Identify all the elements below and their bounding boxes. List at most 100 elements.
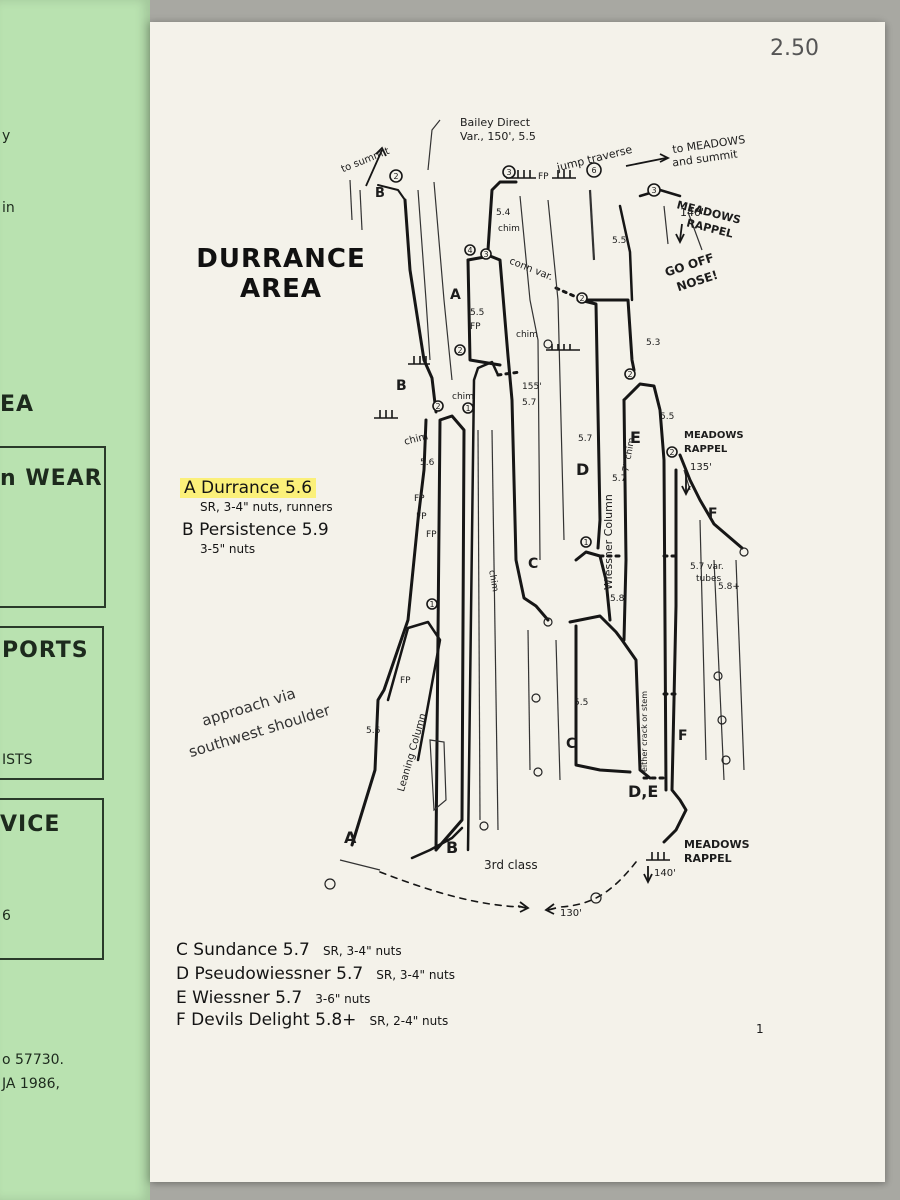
svg-text:2: 2 — [669, 448, 674, 457]
rap-130: 130' — [560, 908, 582, 919]
grade-label: 5.5 — [660, 412, 675, 422]
legend-route-d-name: D Pseudowiessner 5.7 — [176, 964, 364, 984]
svg-text:6: 6 — [591, 166, 596, 175]
svg-text:3: 3 — [506, 168, 511, 177]
legend-route-b-name: B Persistence 5.9 — [182, 520, 329, 540]
legend-route-a-name: A Durrance 5.6 — [180, 478, 317, 498]
grade-label: 5.7 — [578, 434, 593, 444]
chim-label: chim — [498, 224, 520, 234]
crack-outline — [574, 624, 632, 774]
legend-route-f: F Devils Delight 5.8+ SR, 2-4" nuts — [176, 1010, 448, 1030]
grade-label: 5.4 — [496, 208, 511, 218]
fp-label: FP — [414, 494, 425, 504]
legend-route-c-name: C Sundance 5.7 — [176, 940, 310, 960]
svg-text:1: 1 — [429, 600, 434, 609]
svg-text:2: 2 — [627, 370, 632, 379]
crack-outline — [568, 614, 652, 780]
title-line-2: AREA — [239, 274, 323, 304]
svg-text:1: 1 — [465, 404, 470, 413]
grade-label: 5.5 — [612, 236, 627, 246]
len-155: 155' — [522, 382, 542, 392]
left-fragment: VICE — [0, 812, 61, 837]
grade-label: 5.6 — [420, 458, 435, 468]
legend-route-d: D Pseudowiessner 5.7 SR, 3-4" nuts — [176, 964, 455, 984]
formation-outline — [466, 254, 550, 622]
left-fragment: PORTS — [2, 638, 89, 663]
left-box — [0, 798, 104, 960]
bailey-direct-sub: Var., 150', 5.5 — [460, 130, 536, 143]
legend-route-f-gear: SR, 2-4" nuts — [369, 1014, 449, 1028]
price-note: 2.50 — [770, 36, 819, 61]
legend-route-e: E Wiessner 5.7 3-6" nuts — [176, 988, 370, 1008]
route-letter-de: D,E — [628, 782, 659, 801]
left-fragment: ISTS — [2, 752, 33, 768]
route-letter-c: C — [566, 736, 577, 752]
left-box — [0, 626, 104, 780]
legend-route-a: A Durrance 5.6 — [180, 478, 317, 498]
fp-label: FP — [400, 676, 411, 686]
pillar-base — [410, 826, 464, 860]
column-outline — [622, 398, 628, 642]
either-crack-or-stem: either crack or stem — [640, 690, 649, 772]
route-letter-f: F — [678, 728, 688, 744]
formation-outline — [578, 298, 602, 550]
left-fragment: EA — [0, 392, 35, 417]
route-letter-e: E — [630, 428, 641, 447]
legend-route-b-gear: 3-5" nuts — [200, 542, 256, 556]
route-letter-a: A — [450, 287, 461, 303]
var-tubes-2: tubes — [696, 574, 722, 584]
meadows-rappel-bottom-1: MEADOWS — [684, 838, 750, 851]
legend-route-c: C Sundance 5.7 SR, 3-4" nuts — [176, 940, 402, 960]
grade-label: 5.8 — [610, 594, 625, 604]
svg-text:4: 4 — [467, 246, 472, 255]
grade-label: 5.5 — [574, 698, 589, 708]
left-fragment: o 57730. — [2, 1052, 65, 1068]
rap-135: 135' — [690, 462, 712, 473]
fp-label: FP — [416, 512, 427, 522]
fp-label: FP — [426, 530, 437, 540]
buttress-outline — [678, 453, 744, 550]
formation-outline — [618, 204, 634, 302]
rap-140-top: 140' — [680, 206, 705, 219]
route-letter-f: F — [708, 506, 718, 522]
left-fragment: n WEAR — [0, 466, 103, 491]
traverse-dotted — [554, 286, 576, 298]
page-number: 1 — [756, 1022, 764, 1036]
approach-dashed — [379, 871, 521, 908]
legend-route-d-gear: SR, 3-4" nuts — [376, 968, 455, 982]
chim-label: chim — [516, 330, 538, 340]
traverse-dotted — [496, 370, 522, 377]
left-fragment: in — [2, 200, 15, 216]
fp-label: FP — [538, 172, 549, 182]
formation-outline — [377, 184, 406, 201]
svg-text:3: 3 — [651, 186, 656, 195]
pillar-outline — [434, 414, 466, 852]
left-page: y in EA n WEAR PORTS ISTS VICE 6 o 57730… — [0, 0, 150, 1200]
buttress-outline — [662, 468, 688, 844]
svg-text:2: 2 — [457, 346, 462, 355]
rap-140-bottom: 140' — [654, 868, 676, 879]
grade-label: 5.3 — [646, 338, 661, 348]
meadows-rappel-mid-2: RAPPEL — [684, 444, 728, 455]
legend-route-b: B Persistence 5.9 — [182, 520, 329, 540]
route-letter-a: A — [344, 828, 357, 847]
legend-route-f-name: F Devils Delight 5.8+ — [176, 1010, 357, 1030]
route-letter-c: C — [528, 556, 539, 572]
legend-route-c-gear: SR, 3-4" nuts — [322, 944, 402, 958]
formation-outline — [576, 298, 636, 380]
left-fragment: 6 — [2, 908, 11, 924]
legend-route-e-name: E Wiessner 5.7 — [176, 988, 303, 1008]
column-outline — [622, 382, 668, 792]
fp-label: FP — [470, 322, 481, 332]
grade-label: 5.7 — [522, 398, 537, 408]
var-tubes-1: 5.7 var. — [690, 562, 724, 572]
meadows-rappel-bottom-2: RAPPEL — [684, 852, 732, 865]
title-line-1: DURRANCE — [196, 244, 366, 274]
legend-route-e-gear: 3-6" nuts — [315, 992, 371, 1006]
pillar-outline — [466, 360, 500, 852]
leaning-column — [386, 620, 442, 762]
third-class-label: 3rd class — [484, 858, 538, 872]
route-letter-b: B — [446, 838, 459, 857]
summit-outline — [486, 180, 518, 252]
